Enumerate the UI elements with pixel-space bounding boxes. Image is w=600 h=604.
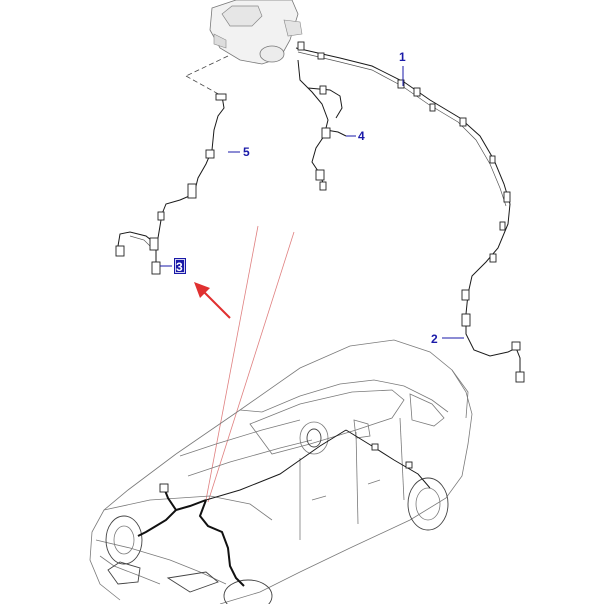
brake-pipe-1 xyxy=(295,41,511,315)
callout-5[interactable]: 5 xyxy=(243,145,250,159)
callout-4[interactable]: 4 xyxy=(358,129,365,143)
callout-1[interactable]: 1 xyxy=(399,50,406,64)
callout-3[interactable]: 3 xyxy=(176,260,183,274)
vehicle-brake-lines xyxy=(137,429,431,587)
brake-module-icon xyxy=(209,0,303,65)
brake-pipe-4 xyxy=(297,59,347,191)
brake-pipe-3 xyxy=(115,231,161,275)
red-pointer-arrow-icon xyxy=(194,282,231,319)
brake-pipe-5 xyxy=(155,93,227,275)
brake-pipe-2 xyxy=(461,313,525,383)
callout-3-selected[interactable]: 3 xyxy=(174,258,186,274)
callout-2[interactable]: 2 xyxy=(431,332,438,346)
vehicle-outline-icon xyxy=(89,339,473,604)
